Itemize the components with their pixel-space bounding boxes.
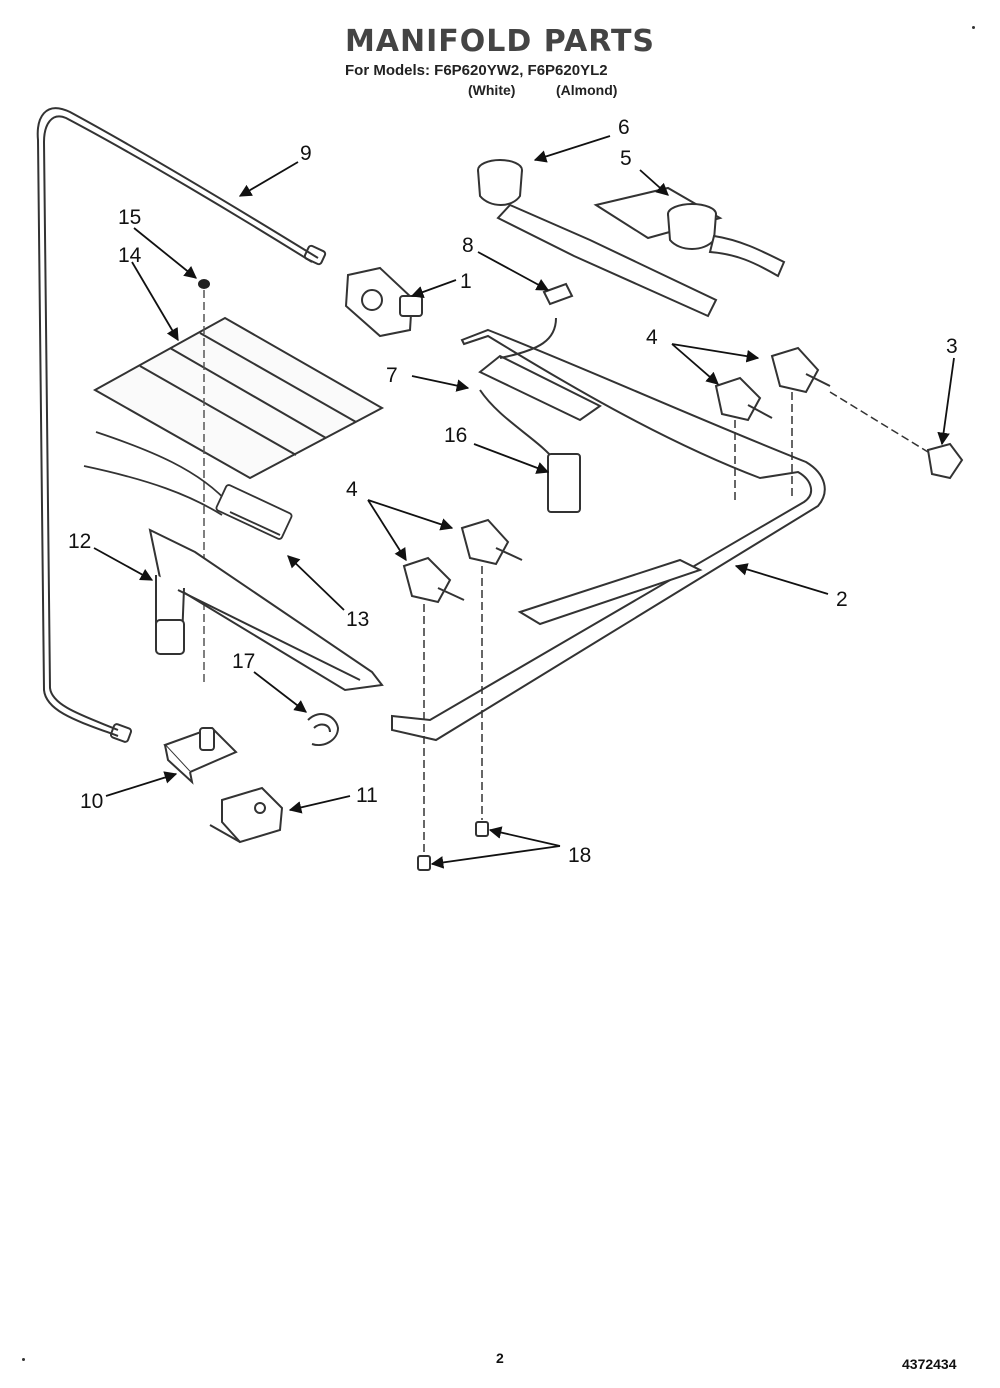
page-number: 2: [496, 1350, 504, 1366]
part-7-manifold-pipe: [391, 328, 826, 742]
part-12-orifice-holder: [148, 528, 384, 692]
callout-12: 12: [68, 530, 91, 553]
callout-9: 9: [300, 142, 312, 165]
part-1-regulator: [344, 266, 423, 338]
callout-labels: 9 6 5 8 1 7 16 15 14 3 4 4 2 12 13 17 10…: [68, 116, 958, 867]
callout-5: 5: [620, 147, 632, 170]
callout-14: 14: [118, 244, 142, 267]
part-18-screws: [417, 821, 489, 871]
callout-11: 11: [356, 784, 378, 807]
corner-mark-top: [972, 26, 975, 29]
part-4-valves-right: [714, 346, 831, 500]
callout-13: 13: [346, 608, 369, 631]
part-15-grommet: [198, 279, 210, 685]
part-6-burner: [477, 159, 718, 318]
part-14-heat-shield: [92, 316, 385, 480]
callout-15: 15: [118, 206, 141, 229]
part-number: 4372434: [902, 1356, 957, 1372]
part-8-clip: [499, 282, 574, 359]
page-title: MANIFOLD PARTS: [344, 24, 656, 59]
color-white-label: (White): [468, 82, 516, 98]
callout-10: 10: [80, 790, 103, 813]
callout-2: 2: [836, 588, 848, 611]
corner-mark-bottom: [22, 1358, 25, 1361]
part-3-knob-fitting: [829, 391, 964, 480]
callout-1: 1: [460, 270, 472, 293]
part-4-valves-left: [402, 518, 523, 860]
part-9-tube: [36, 107, 327, 743]
part-11-bracket: [209, 786, 284, 844]
callout-6: 6: [618, 116, 630, 139]
callout-16: 16: [444, 424, 467, 447]
callout-7: 7: [386, 364, 398, 387]
part-17-clip: [307, 713, 340, 746]
part-10-bracket: [163, 726, 238, 785]
leader-lines: [93, 135, 955, 869]
color-almond-label: (Almond): [556, 82, 618, 98]
callout-4-right: 4: [646, 326, 658, 349]
callout-8: 8: [462, 234, 474, 257]
models-line: For Models: F6P620YW2, F6P620YL2: [345, 62, 608, 79]
callout-4-left: 4: [346, 478, 358, 501]
part-16-spark-module: [479, 389, 581, 513]
callout-18: 18: [568, 844, 591, 867]
callout-17: 17: [232, 650, 255, 673]
part-13-ignition-wires: [83, 431, 293, 540]
callout-3: 3: [946, 335, 958, 358]
part-5-burner: [593, 186, 786, 278]
